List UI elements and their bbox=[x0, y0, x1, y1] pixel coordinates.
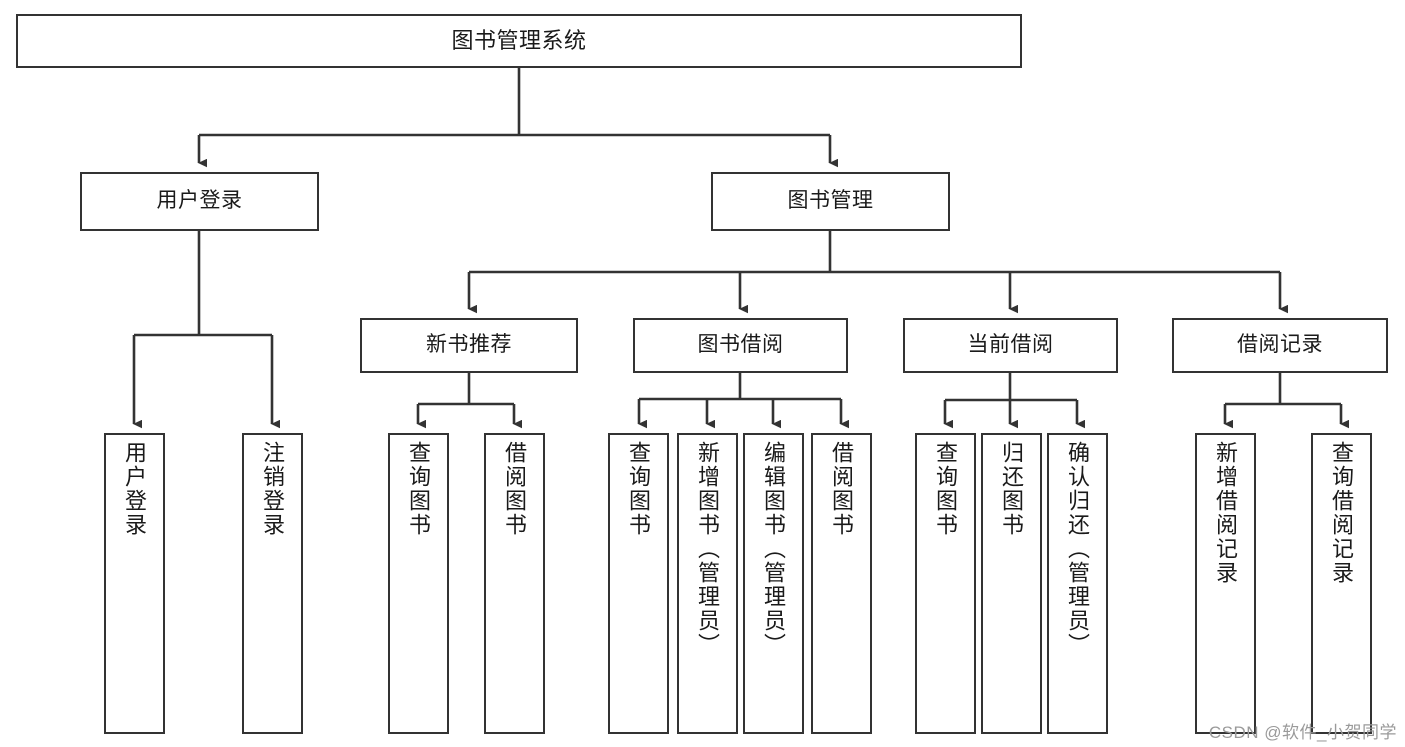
node-label: 借阅图书 bbox=[502, 441, 528, 537]
node-label: 查询图书 bbox=[626, 441, 652, 537]
node-user-login[interactable]: 用户登录 bbox=[80, 172, 319, 231]
leaf-user-login-signin[interactable]: 用户登录 bbox=[104, 433, 165, 734]
leaf-new-book-query[interactable]: 查询图书 bbox=[388, 433, 449, 734]
leaf-borrow-record-query[interactable]: 查询借阅记录 bbox=[1311, 433, 1372, 734]
node-label: 图书借阅 bbox=[697, 333, 784, 357]
node-book-borrowing[interactable]: 图书借阅 bbox=[633, 318, 848, 373]
node-label: 当前借阅 bbox=[967, 333, 1054, 357]
node-label: 用户登录 bbox=[156, 189, 243, 213]
leaf-borrow-record-add[interactable]: 新增借阅记录 bbox=[1195, 433, 1256, 734]
node-new-book-recommendation[interactable]: 新书推荐 bbox=[360, 318, 578, 373]
leaf-book-borrow-query[interactable]: 查询图书 bbox=[608, 433, 669, 734]
node-label: 查询图书 bbox=[933, 441, 959, 537]
node-book-management[interactable]: 图书管理 bbox=[711, 172, 950, 231]
node-label: 用户登录 bbox=[122, 441, 148, 537]
node-current-borrowing[interactable]: 当前借阅 bbox=[903, 318, 1118, 373]
node-label: 查询图书 bbox=[406, 441, 432, 537]
leaf-current-borrow-return[interactable]: 归还图书 bbox=[981, 433, 1042, 734]
node-label: 新增图书（管理员） bbox=[695, 441, 721, 657]
node-root-book-management-system[interactable]: 图书管理系统 bbox=[16, 14, 1022, 68]
leaf-user-login-signout[interactable]: 注销登录 bbox=[242, 433, 303, 734]
node-label: 注销登录 bbox=[260, 441, 286, 537]
node-label: 编辑图书（管理员） bbox=[761, 441, 787, 657]
leaf-book-borrow-borrow[interactable]: 借阅图书 bbox=[811, 433, 872, 734]
node-label: 新书推荐 bbox=[426, 333, 512, 357]
node-label: 借阅记录 bbox=[1237, 333, 1323, 357]
leaf-book-borrow-add-admin[interactable]: 新增图书（管理员） bbox=[677, 433, 738, 734]
node-label: 借阅图书 bbox=[829, 441, 855, 537]
leaf-book-borrow-edit-admin[interactable]: 编辑图书（管理员） bbox=[743, 433, 804, 734]
watermark-text: CSDN @软件_小贺同学 bbox=[1208, 723, 1397, 742]
node-label: 图书管理 bbox=[787, 189, 874, 213]
node-label: 查询借阅记录 bbox=[1329, 441, 1355, 585]
node-label: 新增借阅记录 bbox=[1213, 441, 1239, 585]
leaf-new-book-borrow[interactable]: 借阅图书 bbox=[484, 433, 545, 734]
node-borrowing-record[interactable]: 借阅记录 bbox=[1172, 318, 1388, 373]
node-label: 归还图书 bbox=[999, 441, 1025, 537]
leaf-current-borrow-confirm-return-admin[interactable]: 确认归还（管理员） bbox=[1047, 433, 1108, 734]
node-label: 图书管理系统 bbox=[451, 28, 587, 54]
node-label: 确认归还（管理员） bbox=[1065, 441, 1091, 657]
leaf-current-borrow-query[interactable]: 查询图书 bbox=[915, 433, 976, 734]
